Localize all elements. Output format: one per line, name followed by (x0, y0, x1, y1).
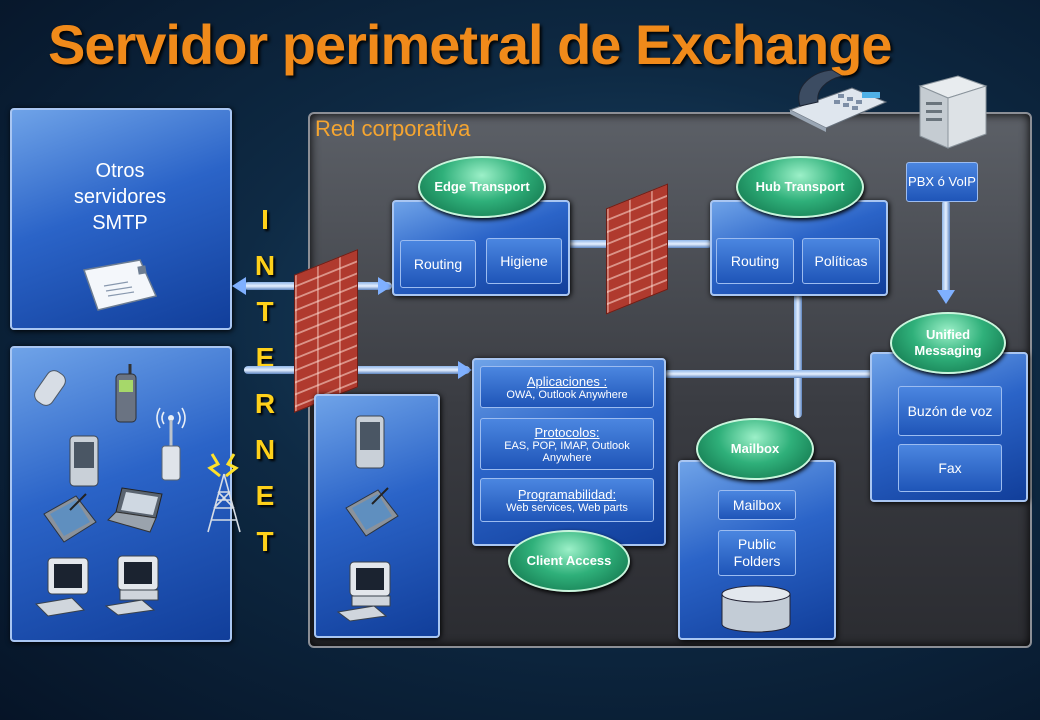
workstation-icon (336, 561, 391, 622)
hub-routing-box: Routing (716, 238, 794, 284)
internet-letter: I (261, 204, 269, 235)
protocols-heading: Protocolos: (534, 424, 600, 440)
tablet-pc-icon (345, 487, 399, 537)
page-title: Servidor perimetral de Exchange (48, 13, 893, 76)
desktop-computer-icon (34, 557, 89, 617)
internet-letter: R (254, 388, 276, 419)
pda-icon (355, 415, 385, 469)
smtp-servers-label: Otros servidores SMTP (73, 160, 167, 234)
workstation-icon (104, 555, 159, 616)
pbx-server-icon (918, 75, 988, 149)
edge-transport-badge: Edge Transport (418, 156, 546, 218)
hub-transport-badge: Hub Transport (736, 156, 864, 218)
arrow-right-icon (458, 361, 472, 379)
mobile-phone-icon (34, 370, 66, 406)
programmability-detail: Web services, Web parts (506, 501, 628, 514)
wireless-router-icon (156, 407, 186, 481)
desk-phone-icon (788, 69, 888, 132)
internet-letter: E (255, 480, 275, 511)
public-folders-box: Public Folders (718, 530, 796, 576)
pda-icon (69, 435, 99, 487)
arrow-right-icon (378, 277, 392, 295)
internet-letter: T (256, 526, 274, 557)
internet-letter: N (254, 434, 276, 465)
client-access-programmability-box: Programabilidad: Web services, Web parts (480, 478, 654, 522)
corporate-network-label: Red corporativa (315, 116, 471, 141)
pbx-um-connector (942, 200, 950, 296)
database-icon (721, 585, 791, 633)
unified-messaging-badge: Unified Messaging (890, 312, 1006, 374)
internet-letter: T (256, 296, 274, 327)
client-access-protocols-box: Protocolos: EAS, POP, IMAP, Outlook Anyw… (480, 418, 654, 470)
tablet-pc-icon (43, 493, 97, 543)
laptop-icon (107, 487, 163, 533)
cell-tower-icon (207, 453, 241, 533)
voicemail-box: Buzón de voz (898, 386, 1002, 436)
edge-routing-box: Routing (400, 240, 476, 288)
arrow-left-icon (232, 277, 246, 295)
cell-phone-icon (115, 364, 137, 423)
apps-detail: OWA, Outlook Anywhere (506, 388, 628, 401)
envelope-icon (83, 259, 158, 311)
hub-backbone-connector (794, 290, 802, 418)
backbone-horizontal-connector (664, 370, 892, 378)
programmability-heading: Programabilidad: (517, 486, 617, 502)
mailbox-badge: Mailbox (696, 418, 814, 480)
client-access-apps-box: Aplicaciones : OWA, Outlook Anywhere (480, 366, 654, 408)
internet-letter: E (255, 342, 275, 373)
pbx-voip-box: PBX ó VoIP (906, 162, 978, 202)
fax-box: Fax (898, 444, 1002, 492)
edge-hygiene-box: Higiene (486, 238, 562, 284)
protocols-detail: EAS, POP, IMAP, Outlook Anywhere (504, 439, 630, 464)
mailbox-store-box: Mailbox (718, 490, 796, 520)
apps-heading: Aplicaciones : (526, 373, 608, 389)
internet-letter: N (254, 250, 276, 281)
client-access-badge: Client Access (508, 530, 630, 592)
arrow-down-icon (937, 290, 955, 304)
internet-firewall-icon (294, 249, 358, 413)
hub-policies-box: Políticas (802, 238, 880, 284)
